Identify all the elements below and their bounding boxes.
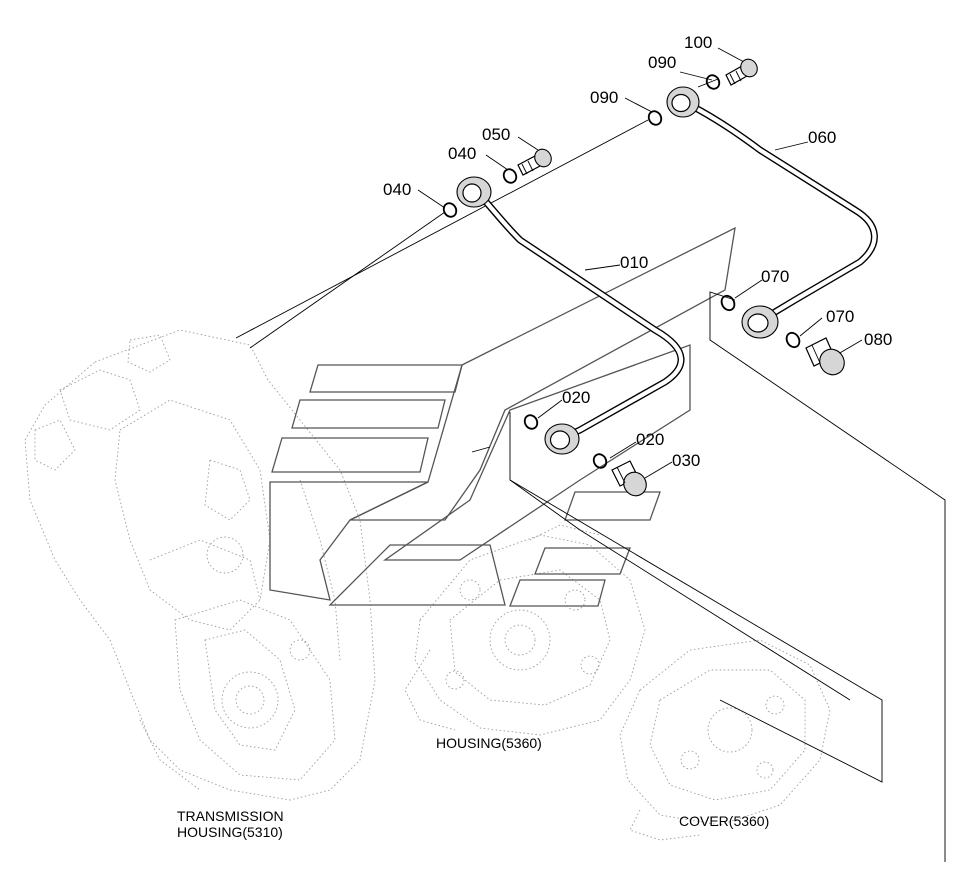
callout-040-upper: 040 bbox=[448, 144, 476, 163]
pipe-010 bbox=[476, 191, 685, 441]
callout-020-lower: 020 bbox=[636, 430, 664, 449]
callout-040-lower: 040 bbox=[383, 180, 411, 199]
caption-housing-5360: HOUSING(5360) bbox=[436, 735, 542, 751]
caption-transmission-line1: TRANSMISSION bbox=[177, 808, 284, 824]
callout-010: 010 bbox=[620, 253, 648, 272]
callout-050: 050 bbox=[482, 125, 510, 144]
banjo-eye-upper-left bbox=[456, 176, 492, 208]
banjo-eye-right bbox=[741, 305, 779, 339]
callout-090-upper: 090 bbox=[648, 53, 676, 72]
callout-090-lower: 090 bbox=[590, 88, 618, 107]
pipe-060 bbox=[686, 101, 878, 319]
transmission-housing-drawing bbox=[24, 329, 376, 801]
callout-070-upper: 070 bbox=[761, 267, 789, 286]
reference-lines bbox=[235, 47, 946, 862]
watermark-logo bbox=[269, 226, 736, 607]
captions: HOUSING(5360) TRANSMISSION HOUSING(5310)… bbox=[177, 735, 769, 840]
housing-5360-drawing bbox=[404, 524, 646, 736]
banjo-bolt-030 bbox=[611, 460, 647, 497]
callout-labels: 100 090 090 060 050 040 040 010 070 070 … bbox=[383, 33, 892, 470]
callout-070-lower: 070 bbox=[826, 307, 854, 326]
callout-060: 060 bbox=[808, 128, 836, 147]
banjo-eye-top bbox=[666, 86, 700, 118]
banjo-eye-lower bbox=[544, 423, 580, 455]
banjo-bolt-100 bbox=[725, 58, 758, 86]
o-rings bbox=[442, 74, 801, 469]
caption-cover-5360: COVER(5360) bbox=[679, 813, 769, 829]
banjo-bolt-050 bbox=[517, 148, 552, 176]
callout-030: 030 bbox=[672, 451, 700, 470]
cover-5360-drawing bbox=[619, 639, 831, 841]
callout-100: 100 bbox=[684, 33, 712, 52]
caption-transmission-line2: HOUSING(5310) bbox=[177, 824, 283, 840]
banjo-bolt-080 bbox=[805, 337, 845, 376]
callout-020-upper: 020 bbox=[562, 388, 590, 407]
callout-080: 080 bbox=[864, 330, 892, 349]
